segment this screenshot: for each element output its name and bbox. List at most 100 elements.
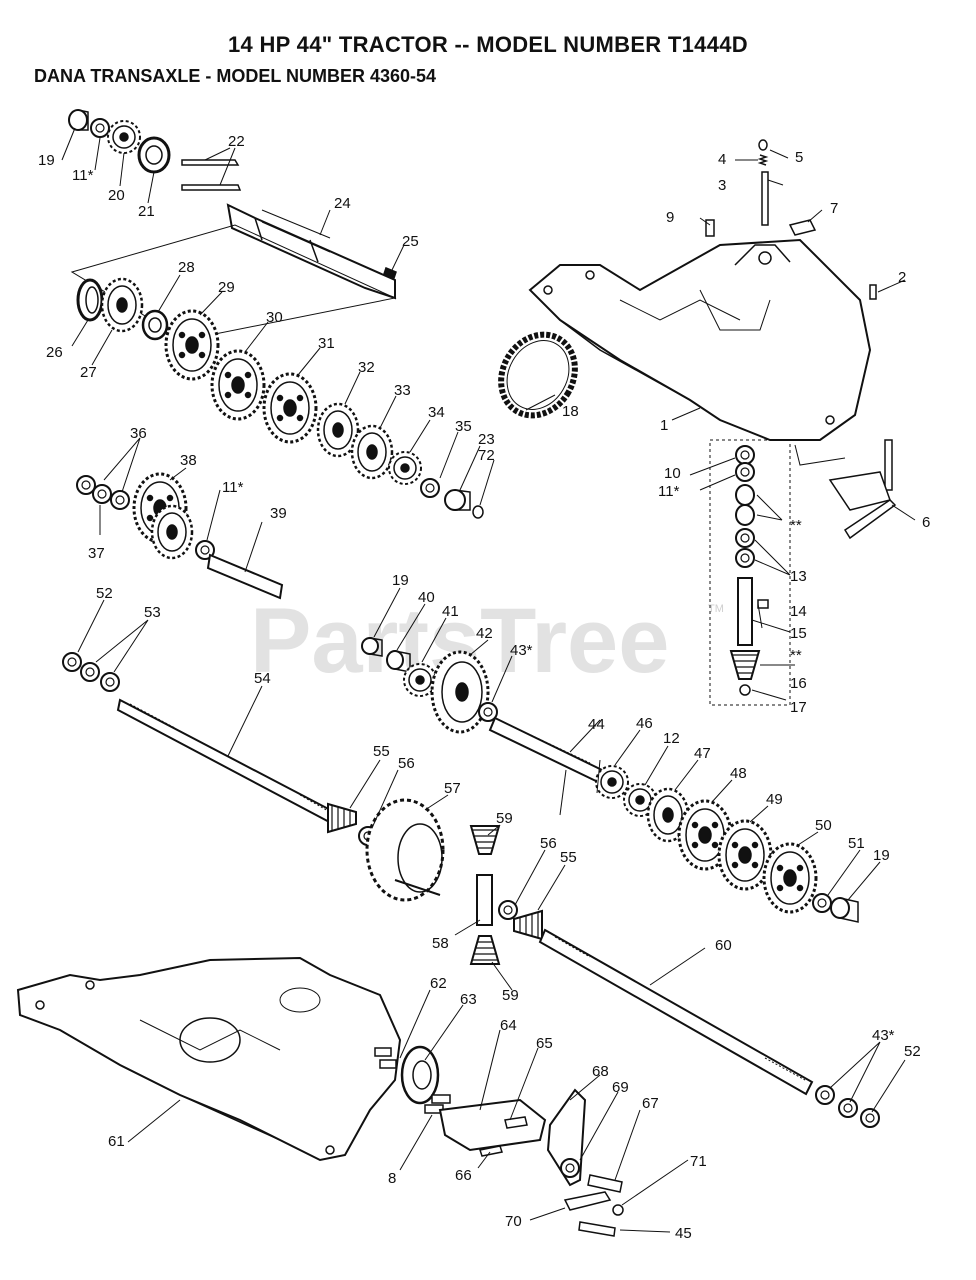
bolt-67 [587, 1174, 623, 1193]
label-double-star-b: ** [790, 647, 802, 664]
washer-69 [560, 1158, 580, 1178]
bearing-upper [735, 484, 755, 506]
sprocket-27 [100, 277, 144, 333]
bolt-2 [869, 284, 877, 300]
pins-66 [479, 1145, 503, 1157]
label-70: 70 [505, 1213, 522, 1230]
nut-71 [612, 1204, 624, 1216]
label-64: 64 [500, 1017, 517, 1034]
label-21: 21 [138, 203, 155, 220]
housing-upper-1 [528, 238, 872, 441]
label-27: 27 [80, 364, 97, 381]
label-42: 42 [476, 625, 493, 642]
label-46: 46 [636, 715, 653, 732]
bushing-19-mid [361, 637, 383, 657]
washer-35 [420, 478, 440, 498]
housing-lower-61 [16, 956, 402, 1162]
differential-gear-57 [365, 798, 445, 902]
label-59-top: 59 [496, 810, 513, 827]
label-69: 69 [612, 1079, 629, 1096]
label-62: 62 [430, 975, 447, 992]
leader-lines [61, 127, 916, 1233]
label-25: 25 [402, 233, 419, 250]
washer-43a-right [815, 1085, 835, 1105]
brake-disc-63 [400, 1045, 440, 1105]
washer-52-left [62, 652, 82, 672]
label-31: 31 [318, 335, 335, 352]
label-3: 3 [718, 177, 726, 194]
label-72: 72 [478, 447, 495, 464]
label-61: 61 [108, 1133, 125, 1150]
label-43-mid: 43* [510, 642, 533, 659]
shift-assembly-box [709, 439, 791, 706]
bracket-70 [563, 1191, 612, 1211]
bevel-gear-55-right [513, 910, 543, 940]
label-56-left: 56 [398, 755, 415, 772]
gear-34 [388, 451, 422, 485]
label-43-right: 43* [872, 1027, 895, 1044]
label-19-top: 19 [38, 152, 55, 169]
axle-54 [116, 698, 342, 827]
bushing-40 [386, 650, 411, 673]
washer-11-right [735, 462, 755, 482]
label-38: 38 [180, 452, 197, 469]
ball-5 [758, 139, 768, 151]
plug-7 [788, 219, 817, 236]
label-37: 37 [88, 545, 105, 562]
gear-20 [107, 120, 141, 154]
shaft-24 [226, 203, 396, 300]
washer-56-right [498, 900, 518, 920]
washer-51 [812, 893, 832, 913]
label-39: 39 [270, 505, 287, 522]
label-52-left: 52 [96, 585, 113, 602]
label-71: 71 [690, 1153, 707, 1170]
pinion-59-bottom [470, 935, 500, 965]
label-6: 6 [922, 514, 930, 531]
washer-53b [100, 672, 120, 692]
bushing-19-right [830, 897, 859, 923]
shift-lever-6 [828, 439, 897, 540]
label-14: 14 [790, 603, 807, 620]
gear-33 [350, 424, 394, 480]
label-54: 54 [254, 670, 271, 687]
label-33: 33 [394, 382, 411, 399]
label-5: 5 [795, 149, 803, 166]
ring-26 [76, 278, 104, 322]
sprocket-41 [403, 663, 437, 697]
label-11-mid: 11* [222, 479, 244, 496]
label-47: 47 [694, 745, 711, 762]
gear-50 [762, 842, 818, 914]
sprocket-42 [430, 650, 490, 734]
label-8: 8 [388, 1170, 396, 1187]
pin-58 [476, 874, 493, 926]
part-labels: 19 11* 20 21 22 24 25 26 27 28 29 30 31 … [38, 133, 930, 1242]
washer-36a [76, 475, 96, 495]
label-60: 60 [715, 937, 732, 954]
key-25 [383, 267, 397, 279]
label-20: 20 [108, 187, 125, 204]
label-16: 16 [790, 675, 807, 692]
label-11-top: 11* [72, 167, 94, 184]
label-28: 28 [178, 259, 195, 276]
chain-18 [498, 331, 578, 419]
bushing-23 [444, 489, 471, 511]
label-22: 22 [228, 133, 245, 150]
label-35: 35 [455, 418, 472, 435]
label-50: 50 [815, 817, 832, 834]
label-63: 63 [460, 991, 477, 1008]
label-65: 65 [536, 1035, 553, 1052]
shaft-44 [488, 716, 604, 784]
shift-shaft-15 [737, 577, 753, 646]
label-9: 9 [666, 209, 674, 226]
washer-13a [735, 528, 755, 548]
bolt-9 [705, 219, 715, 237]
label-4: 4 [718, 151, 726, 168]
label-53: 53 [144, 604, 161, 621]
bushing-28 [141, 309, 169, 341]
washer-36b [110, 490, 130, 510]
bolt-45 [578, 1221, 616, 1237]
ring-17 [739, 684, 751, 696]
label-57: 57 [444, 780, 461, 797]
spring-4 [757, 154, 769, 166]
